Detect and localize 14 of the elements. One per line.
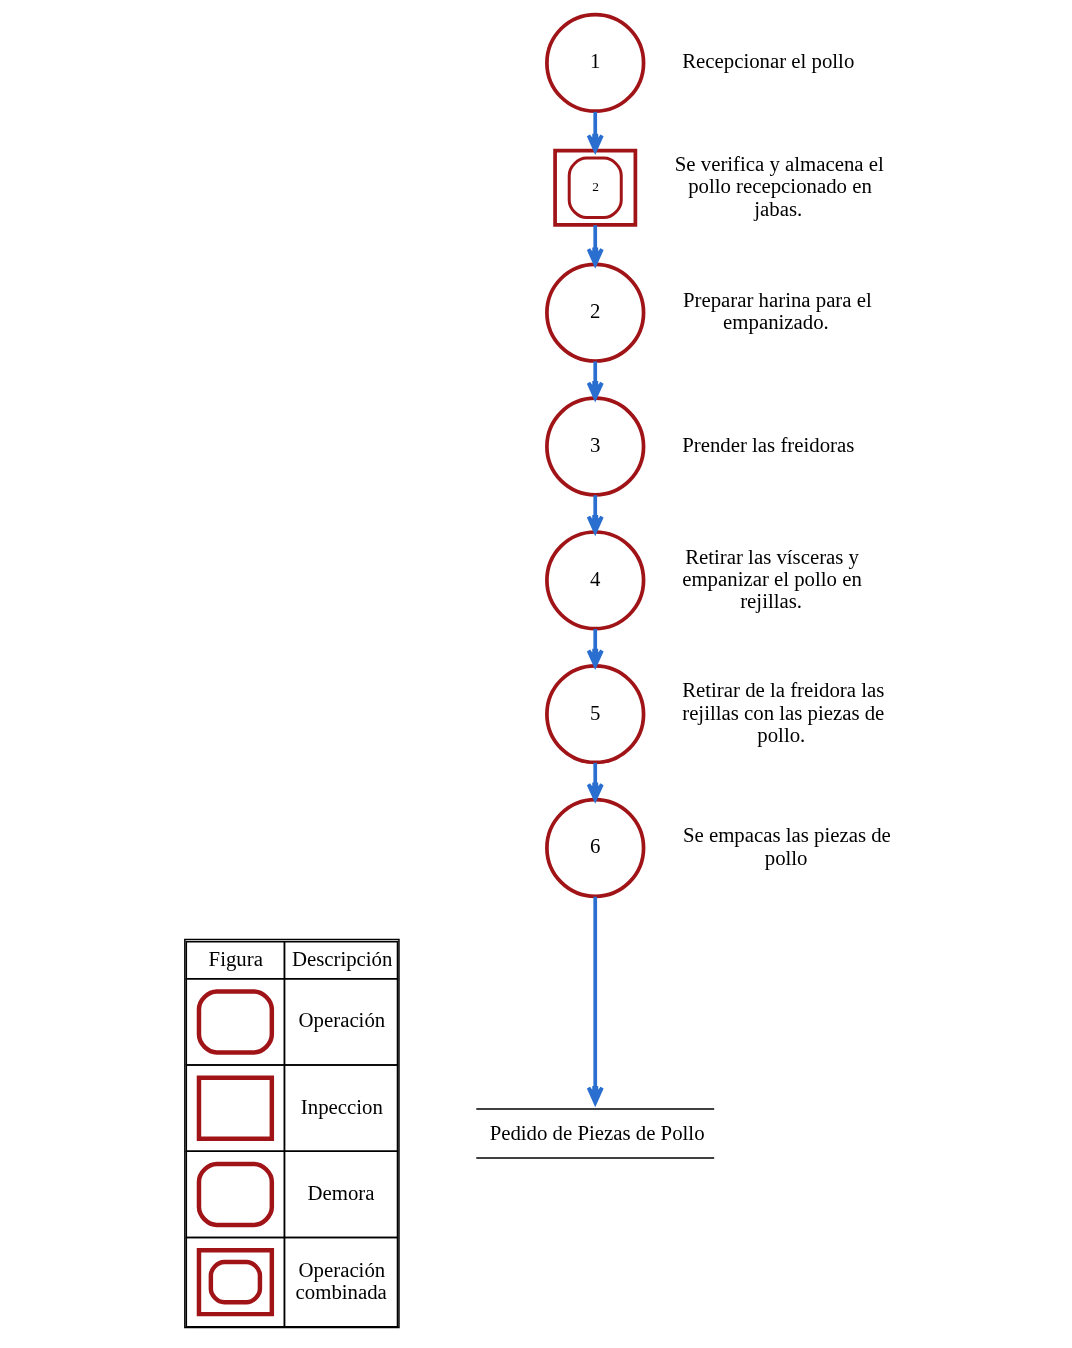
node-label: Preparar harina para el empanizado. xyxy=(682,288,872,335)
node-label: Se empacas las piezas de pollo xyxy=(682,823,891,870)
legend-label: Demora xyxy=(307,1180,374,1205)
node-label: Se verifica y almacena el pollo recepcionado en jabas. xyxy=(674,151,884,221)
node-text: Pedido de Piezas de Pollo xyxy=(489,1120,705,1145)
node-label: Recepcionar el pollo xyxy=(681,49,854,74)
legend-label: Inpeccion xyxy=(300,1094,383,1119)
legend-label: Operación combinada xyxy=(295,1257,387,1304)
node-label: Retirar las vísceras y empanizar el pollo en rejillas. xyxy=(681,544,862,614)
legend-label: Operación xyxy=(298,1008,385,1033)
label: Descripción xyxy=(291,946,392,971)
node-label: Prender las freidoras xyxy=(681,433,854,457)
node-label: Retirar de la freidora las rejillas con las piezas de pollo. xyxy=(681,678,884,747)
label: Figura xyxy=(208,946,263,971)
